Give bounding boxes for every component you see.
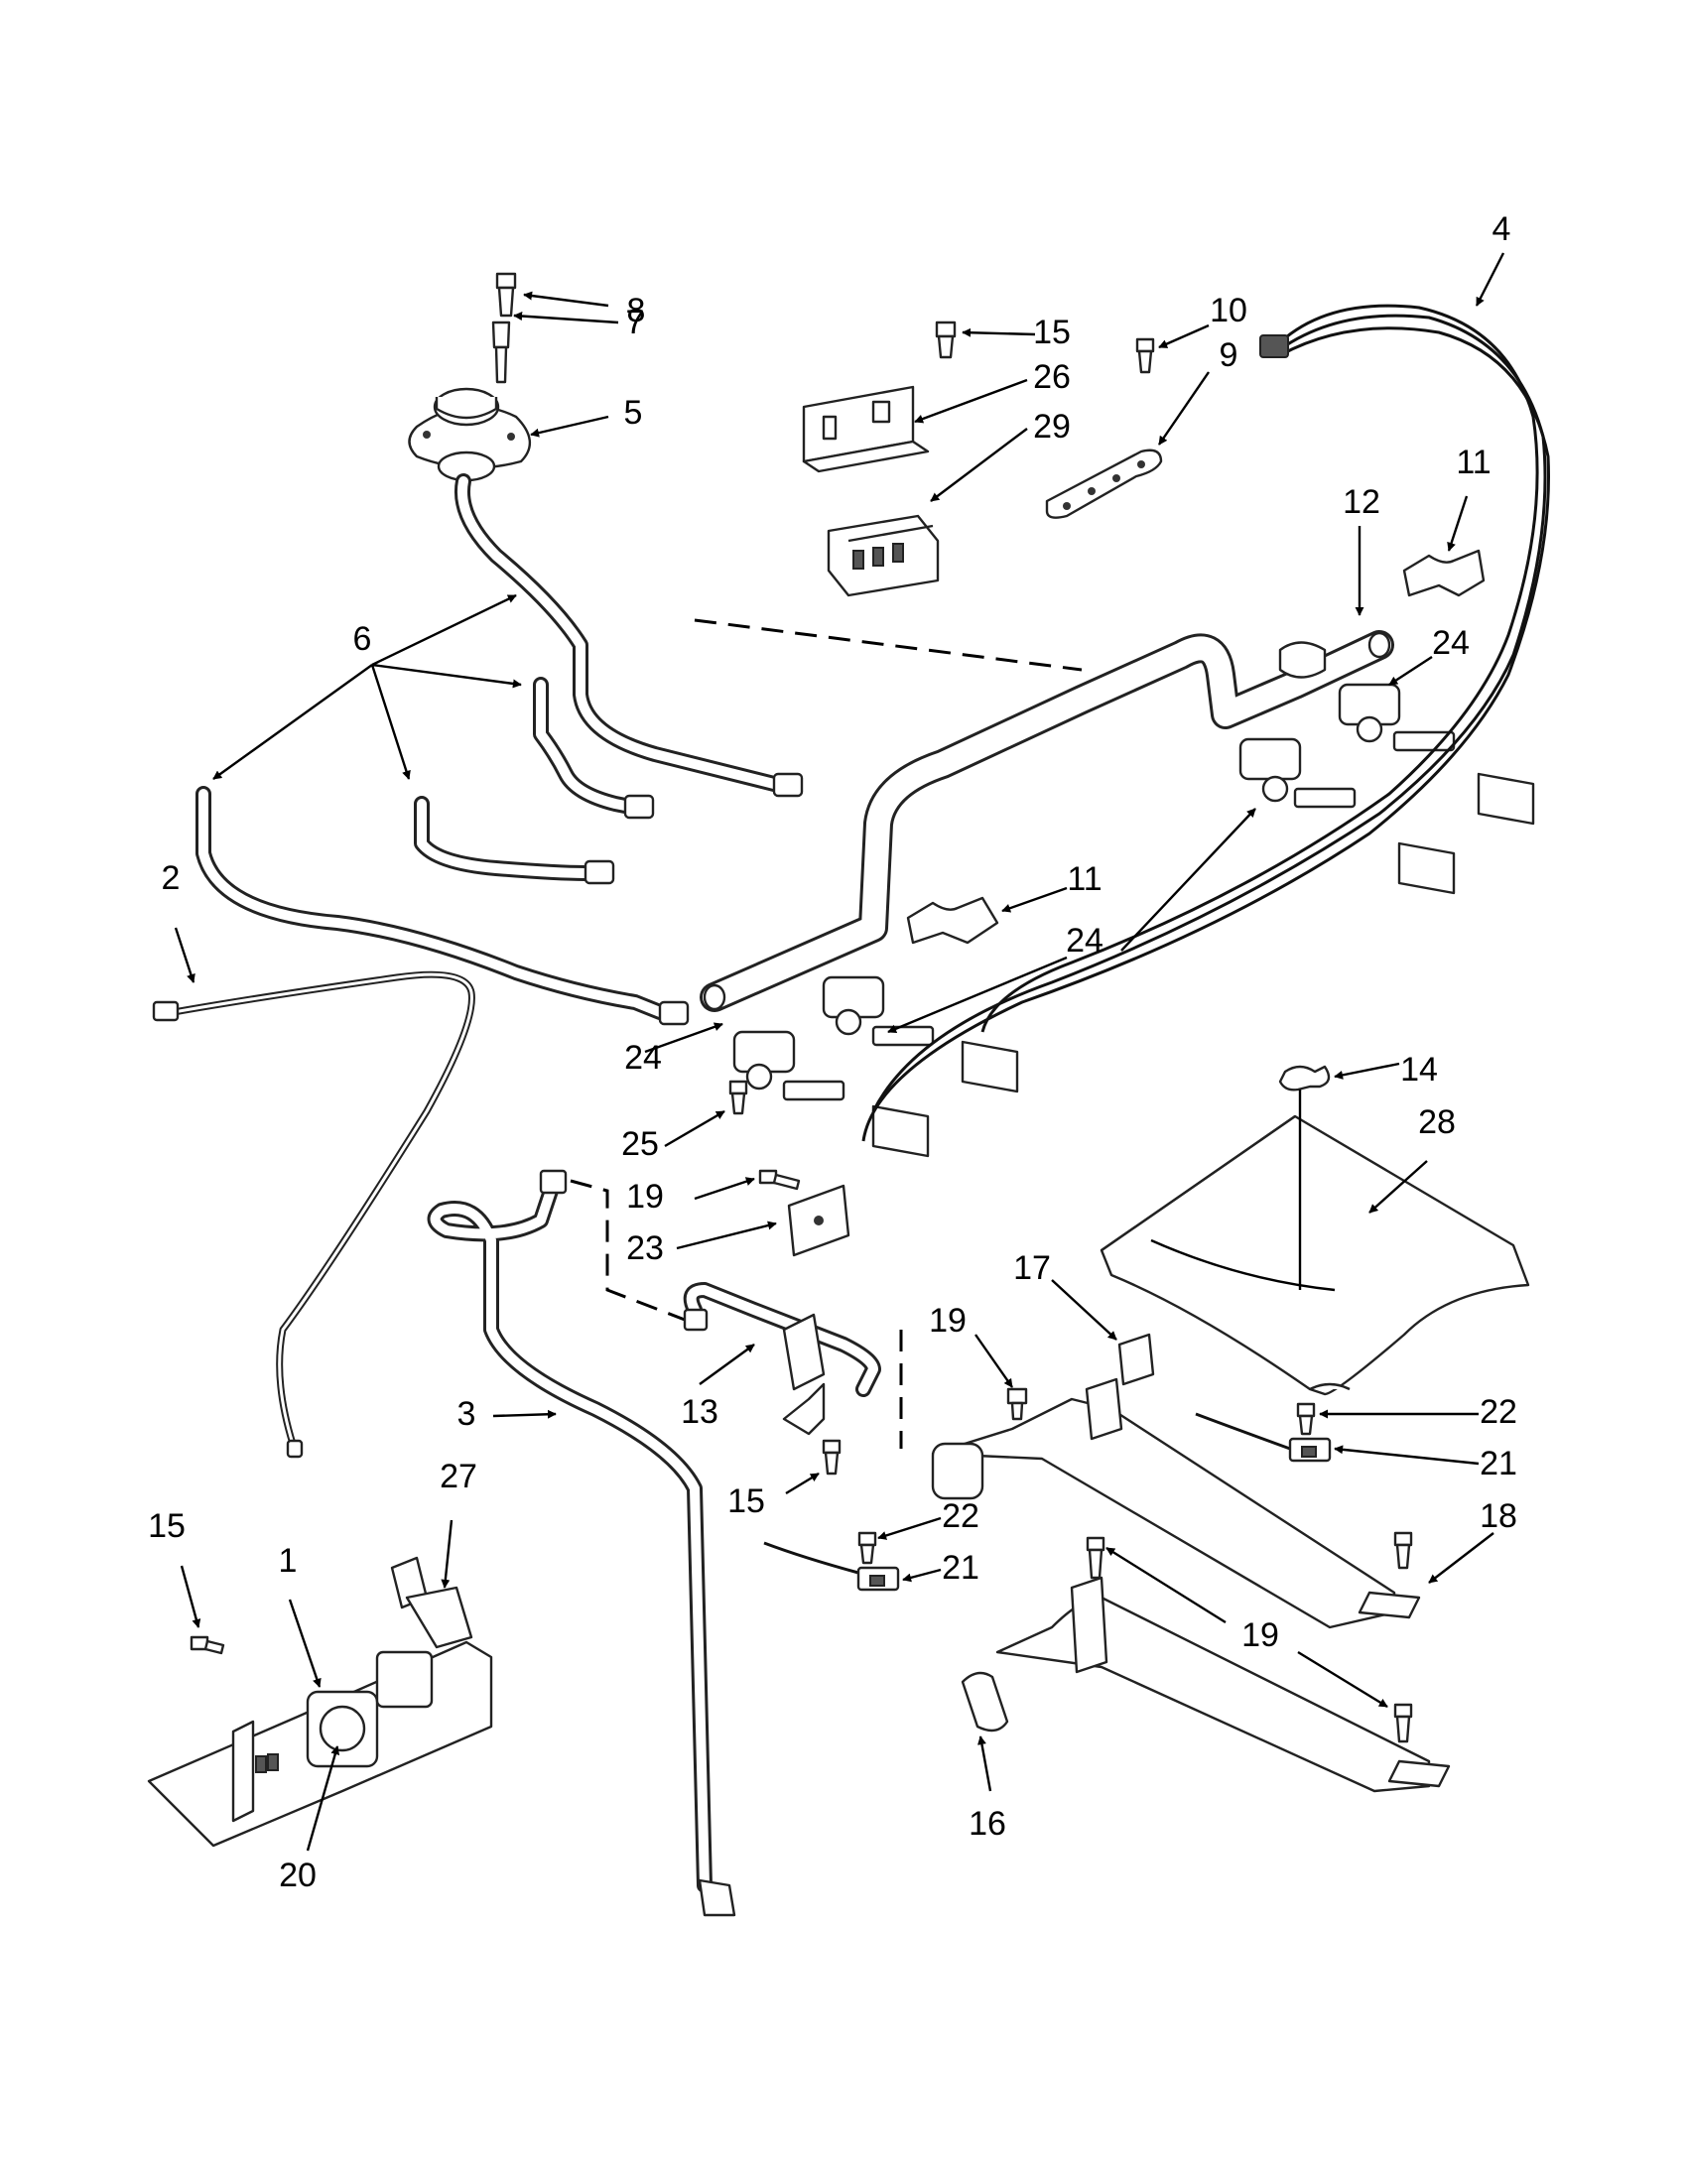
callout-24-mid: 24 (1066, 922, 1103, 960)
igniter-21-b (763, 1541, 900, 1592)
callout-14: 14 (1400, 1051, 1438, 1089)
supply-tube-3 (427, 1169, 736, 1917)
valve-switches (871, 772, 1535, 1158)
valve-24-a (1338, 683, 1456, 752)
callout-12: 12 (1343, 483, 1380, 521)
callout-26: 26 (1033, 358, 1071, 396)
orifice-13 (683, 1282, 881, 1436)
callout-10: 10 (1210, 292, 1247, 329)
callout-5: 5 (624, 394, 643, 432)
callout-21-right: 21 (1480, 1445, 1517, 1482)
screw-19-d (1393, 1703, 1413, 1743)
valve-24-b (1238, 737, 1357, 809)
callout-24-left: 24 (624, 1039, 662, 1077)
plate-9 (1045, 449, 1163, 519)
callout-21-mid: 21 (942, 1549, 979, 1587)
bracket-11-top (1402, 549, 1486, 597)
screw-25 (728, 1080, 748, 1115)
callout-27: 27 (440, 1458, 477, 1495)
callout-18: 18 (1480, 1497, 1517, 1535)
screw-18 (1393, 1531, 1413, 1570)
callout-11-top: 11 (1456, 444, 1491, 481)
valve-assembly-1 (147, 1556, 493, 1848)
callout-19-a: 19 (626, 1178, 664, 1216)
screw-19-c (1086, 1536, 1105, 1580)
screw-22-a (1296, 1402, 1316, 1436)
spark-module-29 (827, 514, 940, 597)
callout-7: 7 (626, 304, 645, 341)
wing-nut-14 (1278, 1065, 1331, 1092)
callout-6: 6 (353, 620, 372, 658)
callout-15-top: 15 (1033, 314, 1071, 351)
valve-24-d (732, 1030, 845, 1101)
callout-11-mid: 11 (1067, 860, 1102, 898)
callout-labels: 8 7 5 6 2 15 26 29 10 9 4 11 12 24 11 24… (148, 210, 1517, 1894)
callout-22-mid: 22 (942, 1497, 979, 1535)
callout-28: 28 (1418, 1103, 1456, 1141)
screw-19-b (1006, 1387, 1028, 1421)
callout-25: 25 (621, 1125, 659, 1163)
callout-19-c: 19 (1241, 1616, 1279, 1654)
screw-15-mid (822, 1439, 842, 1476)
callout-17: 17 (1013, 1249, 1051, 1287)
screw-10 (1135, 337, 1155, 374)
screw-19-a (758, 1169, 801, 1191)
callout-19-b: 19 (929, 1302, 967, 1340)
callout-15-mid: 15 (727, 1482, 765, 1520)
callout-16: 16 (969, 1805, 1006, 1843)
valve-24-c (822, 975, 935, 1047)
callout-1: 1 (279, 1542, 298, 1580)
bracket-23 (787, 1184, 850, 1257)
callout-22-right: 22 (1480, 1393, 1517, 1431)
thin-line-2 (152, 970, 475, 1459)
callout-2: 2 (162, 859, 181, 897)
screw-8 (495, 272, 517, 318)
callout-8: 8 (627, 292, 646, 329)
dashed-connectors (570, 618, 1083, 1449)
callout-20: 20 (279, 1857, 317, 1894)
bracket-26 (802, 385, 930, 473)
bracket-11-mid (906, 896, 999, 945)
callout-3: 3 (457, 1395, 476, 1433)
bracket-17 (1117, 1333, 1155, 1386)
flame-spreader-28 (1100, 1114, 1530, 1396)
tube-fittings (584, 772, 804, 1026)
screw-22-b (857, 1531, 877, 1565)
callout-9: 9 (1220, 336, 1238, 374)
manifold-pipe (700, 630, 1394, 1012)
burner-tube-top (931, 1377, 1421, 1629)
wire-harness-4 (861, 304, 1550, 1142)
igniter-21-a (1195, 1412, 1332, 1463)
burner-tubes-6 (195, 473, 782, 1020)
callout-23: 23 (626, 1229, 664, 1267)
electrode-7 (491, 321, 511, 384)
callout-13: 13 (681, 1393, 718, 1431)
burner-5 (408, 387, 531, 482)
callout-15-left: 15 (148, 1507, 186, 1545)
callout-24-top: 24 (1432, 624, 1470, 662)
burner-tube-bottom (961, 1576, 1451, 1793)
screw-15-top (935, 321, 957, 359)
leader-lines (174, 252, 1505, 1852)
callout-29: 29 (1033, 408, 1071, 446)
callout-4: 4 (1492, 210, 1511, 248)
screw-15-bottom (190, 1635, 225, 1655)
